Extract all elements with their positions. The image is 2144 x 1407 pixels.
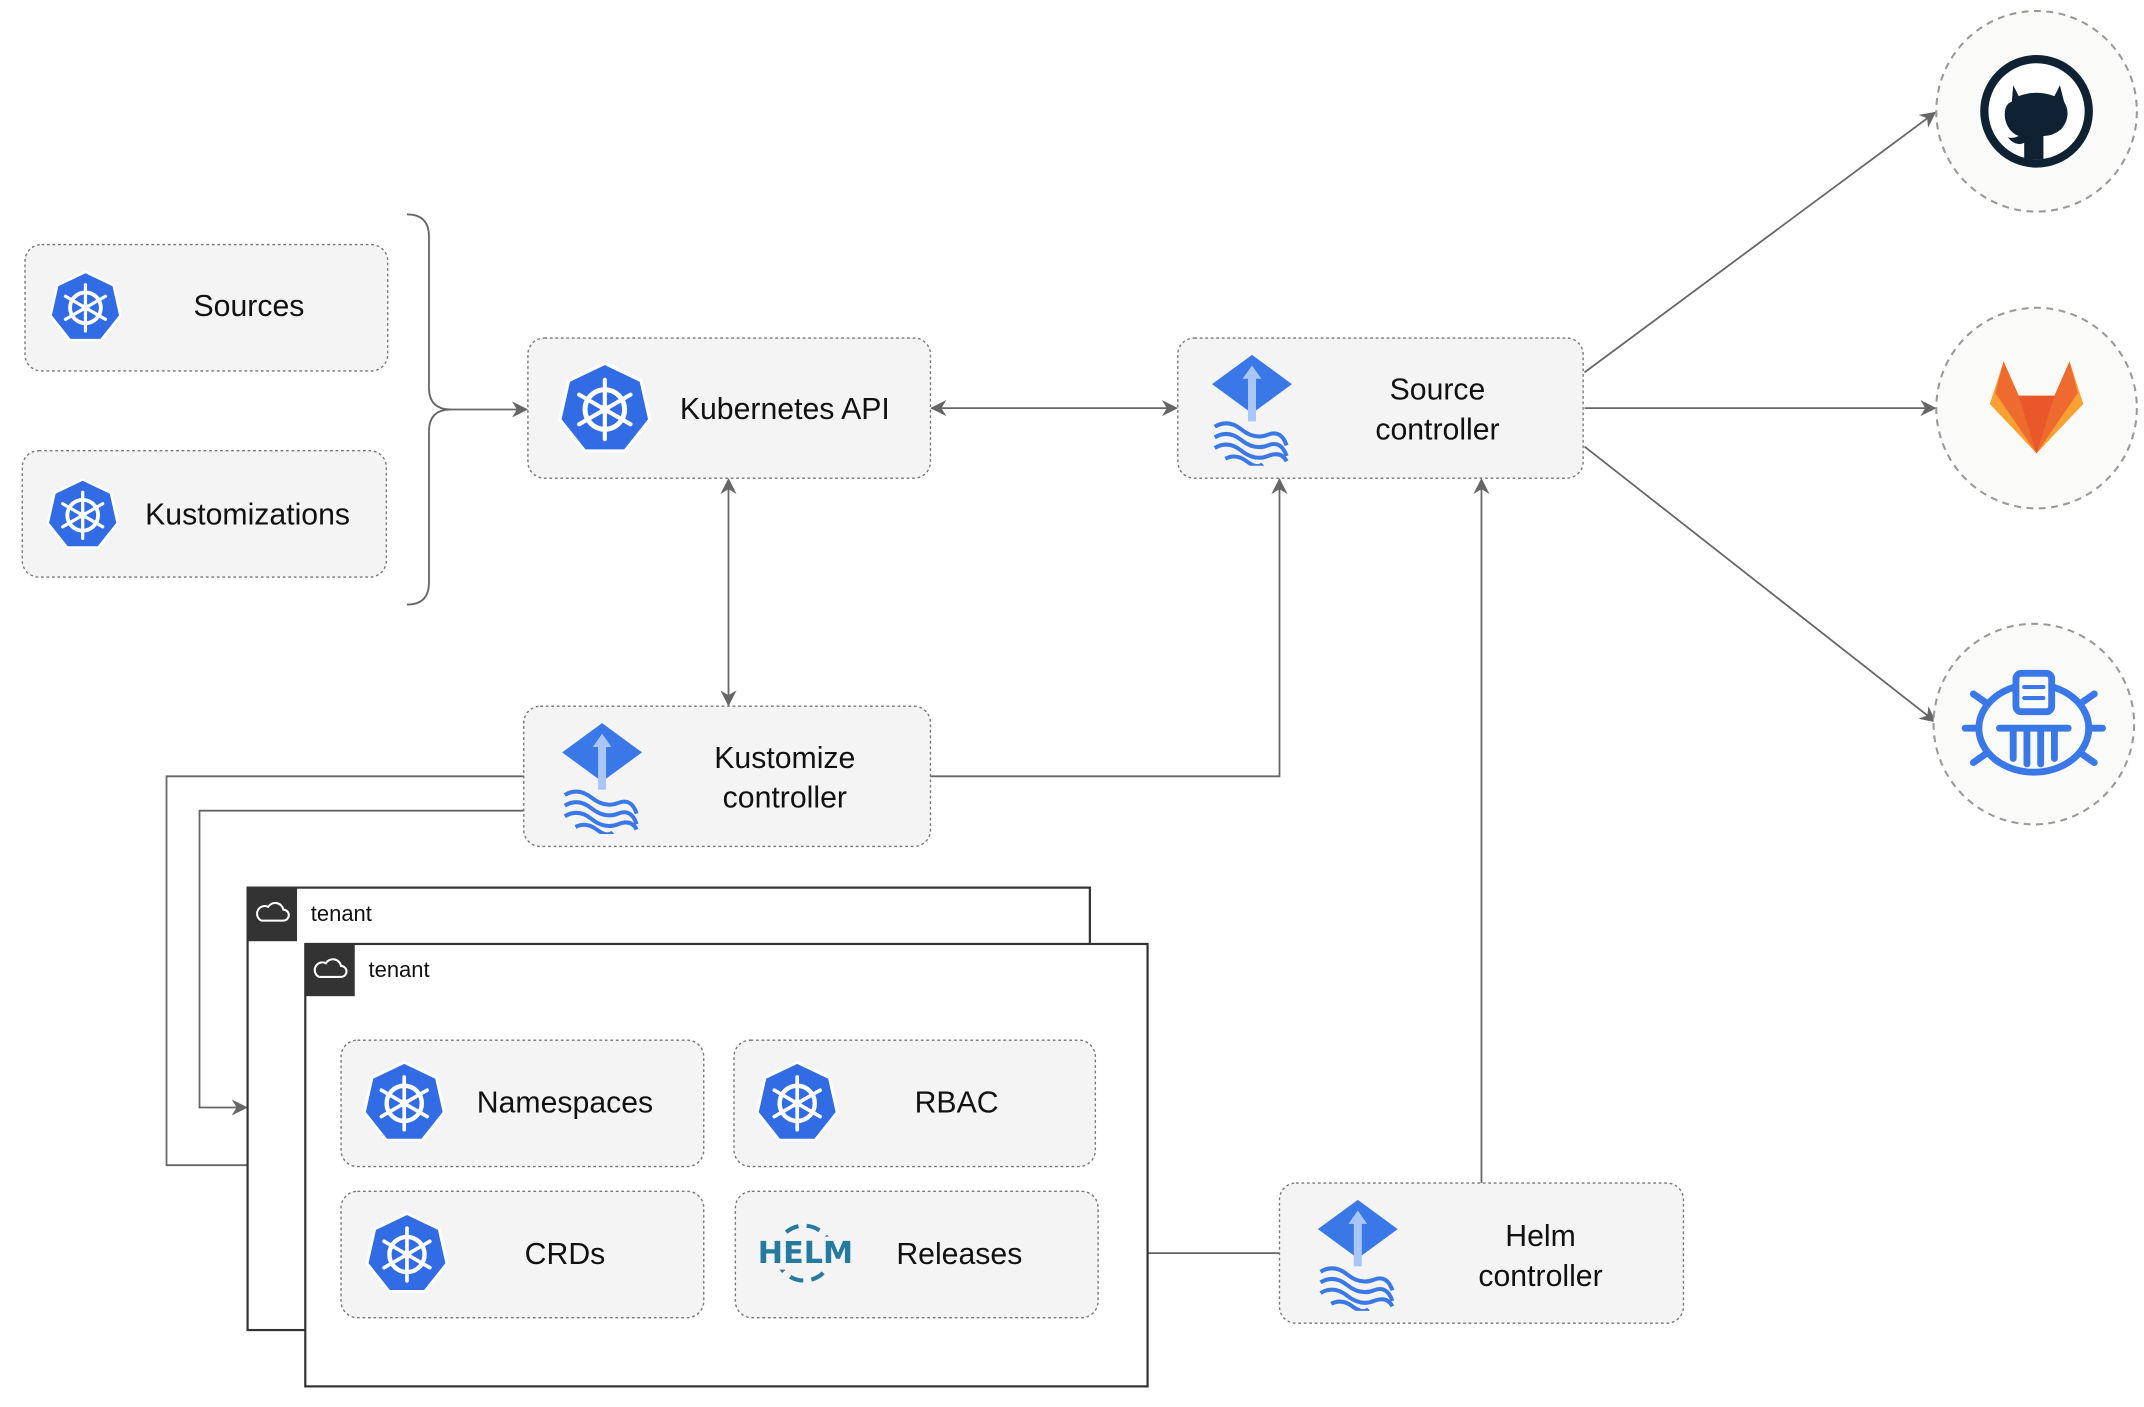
tenant-label: tenant	[311, 901, 372, 926]
node-source-controller[interactable]: Source controller	[1177, 337, 1584, 479]
github-source[interactable]	[1935, 9, 2138, 213]
node-label: Kubernetes API	[680, 393, 890, 426]
github-icon	[1980, 54, 2093, 168]
edge-source-to-bucket	[1583, 445, 1937, 723]
bucket-icon	[1961, 669, 2106, 776]
node-label: controller	[1375, 413, 1499, 446]
edge-kustomize-to-tenant-1	[198, 809, 524, 1116]
node-releases[interactable]: HELM Releases	[734, 1190, 1099, 1319]
node-rbac[interactable]: RBAC	[733, 1039, 1097, 1168]
edge-kustomize-to-tenant-2	[165, 775, 524, 1174]
bucket-source[interactable]	[1932, 622, 2136, 826]
cloud-icon	[256, 901, 290, 922]
gitlab-icon	[1989, 361, 2084, 454]
node-label: Namespaces	[477, 1087, 653, 1120]
node-label: controller	[1478, 1260, 1602, 1293]
node-label: CRDs	[525, 1238, 606, 1271]
node-helm-controller[interactable]: Helm controller	[1278, 1182, 1685, 1324]
edge-kustomize-to-source	[930, 477, 1288, 778]
node-label: Source	[1390, 374, 1486, 407]
node-label: Releases	[896, 1238, 1022, 1271]
node-label: controller	[723, 782, 847, 815]
node-namespaces[interactable]: Namespaces	[340, 1039, 705, 1168]
node-label: Kustomize	[714, 742, 855, 775]
cloud-icon	[313, 958, 348, 978]
node-kustomize-controller[interactable]: Kustomize controller	[523, 705, 932, 848]
node-kubernetes-api[interactable]: Kubernetes API	[527, 337, 932, 479]
helm-icon: HELM	[758, 1223, 853, 1283]
helm-logo-text: HELM	[758, 1236, 853, 1271]
brace-lower	[406, 408, 451, 606]
node-label: Kustomizations	[145, 499, 350, 532]
node-label: Helm	[1505, 1220, 1576, 1253]
node-label: RBAC	[915, 1087, 999, 1120]
node-kustomizations[interactable]: Kustomizations	[21, 449, 388, 578]
node-crds[interactable]: CRDs	[340, 1190, 705, 1319]
tenant-label: tenant	[369, 957, 430, 982]
node-sources[interactable]: Sources	[24, 243, 389, 372]
node-label: Sources	[194, 290, 305, 323]
edge-sources-to-api	[406, 213, 529, 418]
edge-source-to-github	[1583, 111, 1937, 374]
gitlab-source[interactable]	[1935, 306, 2138, 510]
